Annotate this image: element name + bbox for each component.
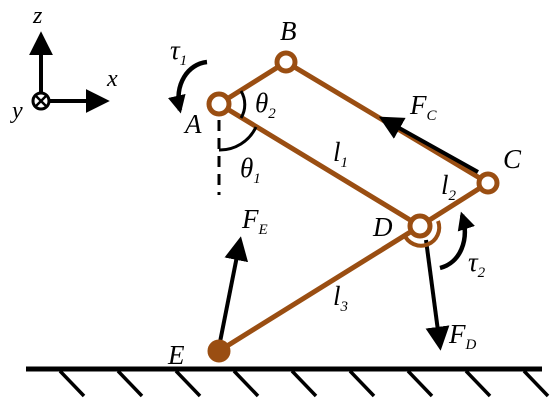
ground-hatch bbox=[348, 369, 376, 398]
theta2-label: θ2 bbox=[255, 88, 276, 122]
link-l2-label: l2 bbox=[441, 170, 457, 204]
ground-hatch bbox=[290, 369, 318, 398]
x-axis-label: x bbox=[106, 66, 118, 92]
link-l1-label: l1 bbox=[333, 137, 348, 171]
theta2-angle-arc bbox=[239, 90, 247, 119]
ground-hatch bbox=[406, 369, 434, 398]
ground-hatch bbox=[58, 369, 86, 398]
force-FD-label: FD bbox=[448, 319, 477, 353]
z-axis-label: z bbox=[32, 3, 43, 29]
circle-cross-icon bbox=[31, 91, 51, 111]
links bbox=[216, 59, 491, 354]
tau2-label: τ2 bbox=[468, 247, 486, 281]
tau1-torque-arrow bbox=[168, 59, 208, 114]
joint-C-label: C bbox=[503, 144, 522, 174]
joint-C bbox=[476, 171, 500, 195]
joint-B bbox=[274, 50, 298, 74]
link-l3-label: l3 bbox=[333, 281, 348, 315]
ground-hatch bbox=[232, 369, 260, 398]
ground-hatch bbox=[522, 369, 550, 398]
tau2-torque-arrow bbox=[439, 211, 475, 271]
link-A-D bbox=[216, 101, 423, 229]
force-FD-arrow bbox=[424, 239, 450, 351]
joint-A bbox=[206, 91, 232, 117]
link-A-B bbox=[216, 59, 289, 107]
joint-A-label: A bbox=[183, 109, 202, 139]
tau1-label: τ1 bbox=[170, 35, 187, 69]
joint-B-label: B bbox=[280, 16, 297, 46]
force-FC-arrow bbox=[378, 116, 479, 174]
hatched-ground-icon bbox=[26, 366, 550, 398]
ground-hatch bbox=[116, 369, 144, 398]
joint-D bbox=[407, 213, 433, 239]
joint-E-label: E bbox=[167, 340, 185, 370]
force-FE-label: FE bbox=[241, 204, 268, 238]
force-FE-arrow bbox=[218, 236, 249, 343]
link-C-D bbox=[417, 180, 491, 229]
ground-hatch bbox=[174, 369, 202, 398]
y-axis-label: y bbox=[10, 98, 23, 124]
ground-hatch bbox=[464, 369, 492, 398]
force-FC-label: FC bbox=[409, 90, 438, 124]
theta1-angle-arc bbox=[218, 126, 258, 152]
coordinate-frame: z x y bbox=[10, 3, 118, 124]
theta1-label: θ1 bbox=[240, 153, 261, 187]
joint-D-outer-ring bbox=[402, 220, 442, 248]
link-D-E bbox=[216, 223, 423, 354]
joints bbox=[206, 50, 500, 363]
joint-D-label: D bbox=[372, 212, 393, 242]
joint-E-foot bbox=[207, 339, 231, 363]
